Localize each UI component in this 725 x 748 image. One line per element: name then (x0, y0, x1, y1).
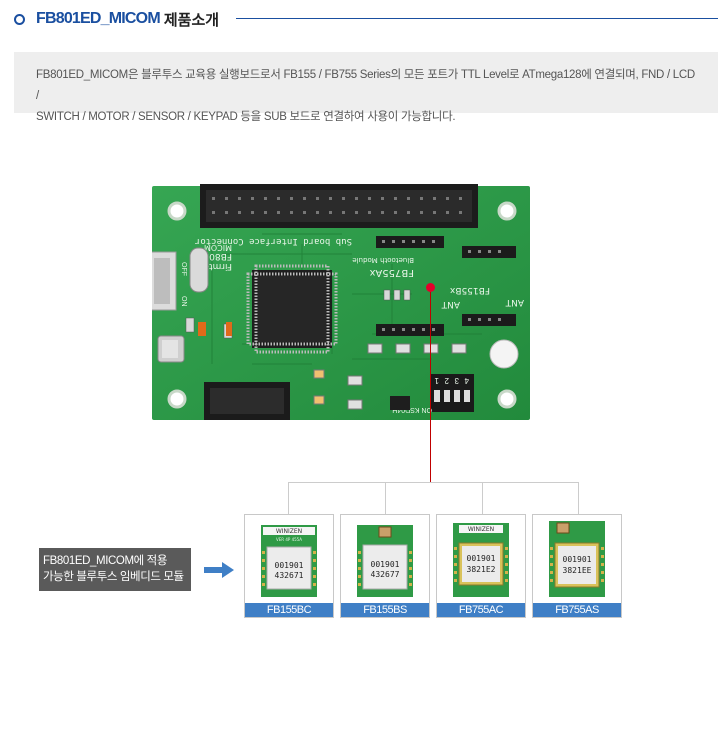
silk-bt-module-a: Bluetooth Module (352, 256, 414, 264)
section-subtitle: 제품소개 (163, 11, 220, 29)
compatible-modules-callout: FB801ED_MICOM에 적용 가능한 블루투스 임베디드 모듈 (39, 548, 191, 591)
header-rule (236, 18, 718, 19)
right-arrow-icon (204, 562, 234, 578)
module-photo-fb755as: 001901 3821EE (549, 521, 605, 597)
dip-number-3: 3 (454, 376, 459, 385)
bracket-drop-1 (288, 482, 289, 514)
silk-model-text: FB801ED (191, 251, 232, 261)
dip-number-2: 2 (444, 376, 449, 385)
bracket-drop-4 (578, 482, 579, 514)
module-location-marker (426, 283, 435, 292)
silk-brand-text: Firmtech (193, 261, 232, 271)
description-line-1: FB801ED_MICOM은 블루투스 교육용 실행보드로서 FB155 / F… (36, 69, 695, 102)
dip-number-4: 4 (464, 376, 469, 385)
module-card-fb755as: 001901 3821EE FB755AS (532, 514, 622, 618)
callout-line-1: FB801ED_MICOM에 적용 (43, 555, 167, 567)
module-3-chip-bottom: 3821E2 (467, 565, 496, 574)
silk-micom-text: MICOM (204, 243, 232, 252)
leader-line (430, 292, 431, 482)
module-card-fb155bs: 001901 432677 FB155BS (340, 514, 430, 618)
module-label-fb155bc: FB155BC (245, 603, 333, 617)
module-photo-fb755ac: WINIZEN 001901 3821E2 (453, 523, 509, 597)
product-model-title: FB801ED_MICOM (36, 10, 161, 27)
silk-switch-on: ON (180, 296, 187, 307)
module-3-brand: WINIZEN (468, 526, 494, 533)
bracket-drop-2 (385, 482, 386, 514)
module-1-brand: WINIZEN (276, 528, 302, 535)
module-4-chip-bottom: 3821EE (563, 566, 592, 575)
dip-number-1: 1 (434, 376, 439, 385)
module-card-fb755ac: WINIZEN 001901 3821E2 FB755AC (436, 514, 526, 618)
module-bracket (288, 482, 579, 483)
callout-line-2: 가능한 블루투스 임베디드 모듈 (43, 571, 184, 583)
module-label-fb755ac: FB755AC (437, 603, 525, 617)
silk-switch-off: OFF (180, 262, 187, 276)
module-card-fb155bc: WINIZEN VER 4P 455A 001901 432671 FB155B… (244, 514, 334, 618)
module-1-chip-bottom: 432671 (275, 571, 304, 580)
dip-label: ON KSD04H (392, 406, 432, 413)
module-1-code: VER 4P 455A (276, 537, 302, 542)
module-2-chip-bottom: 432677 (371, 570, 400, 579)
silk-module-b: FB155Bx (449, 285, 490, 295)
circle-bullet-icon (14, 13, 25, 25)
silk-module-a: FB755Ax (369, 267, 414, 278)
module-4-chip-top: 001901 (563, 555, 592, 564)
bracket-drop-3 (482, 482, 483, 514)
silk-ant-b: ANT (505, 297, 524, 307)
module-photo-fb155bs: 001901 432677 (357, 525, 413, 597)
section-header: FB801ED_MICOM 제품소개 (14, 8, 219, 30)
module-3-chip-top: 001901 (467, 554, 496, 563)
module-2-chip-top: 001901 (371, 560, 400, 569)
module-label-fb155bs: FB155BS (341, 603, 429, 617)
board-photo: Sub board Interface Connector Firmtech F… (152, 184, 530, 420)
silk-ant-a: ANT (441, 299, 460, 309)
module-label-fb755as: FB755AS (533, 603, 621, 617)
product-description: FB801ED_MICOM은 블루투스 교육용 실행보드로서 FB155 / F… (14, 52, 718, 123)
description-line-2: SWITCH / MOTOR / SENSOR / KEYPAD 등을 SUB … (36, 111, 456, 123)
module-1-chip-top: 001901 (275, 561, 304, 570)
module-photo-fb155bc: WINIZEN VER 4P 455A 001901 432671 (261, 525, 317, 597)
silk-interface-text: Sub board Interface Connector (194, 236, 352, 246)
